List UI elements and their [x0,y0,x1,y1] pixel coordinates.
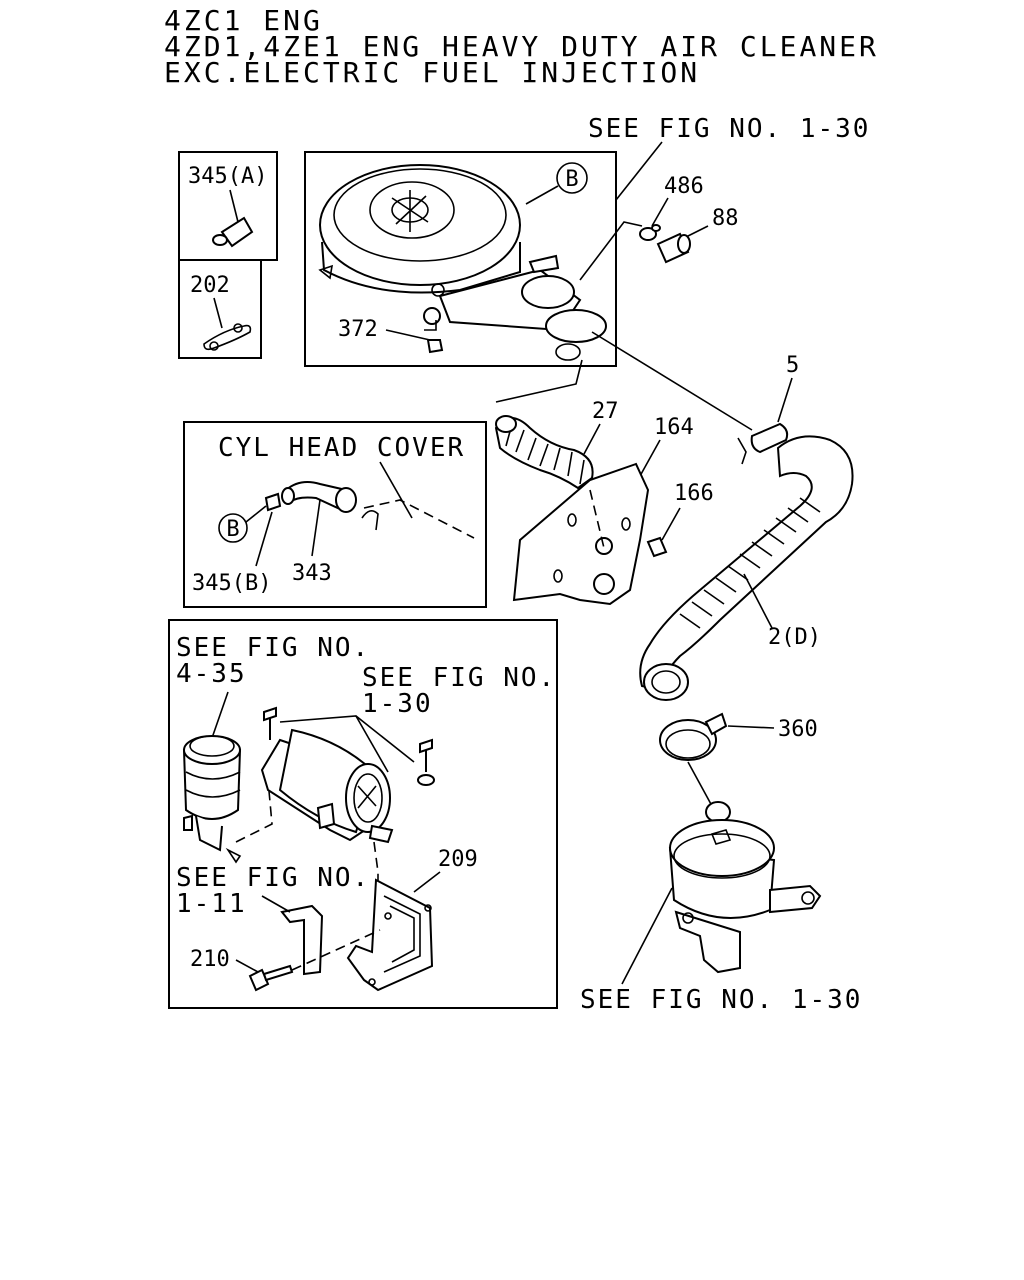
label-343: 343 [292,561,332,586]
ref-fig-1-11-line-2: 1-11 [176,889,247,919]
label-345b: 345(B) [192,571,271,596]
bracket-164-icon [512,462,650,606]
filter-housing-icon [260,728,394,844]
leader-ref-1-11 [261,895,291,913]
clamp-360-icon [659,712,728,761]
bolt-210-icon [248,964,294,992]
hose-2d-icon [639,435,854,701]
leader-clamp-to-cleaner [687,761,713,807]
label-345a: 345(A) [188,164,267,189]
callout-b-inset-letter: B [226,517,239,542]
ref-fig-4-35-line-2: 4-35 [176,659,247,689]
leader-ref-top [615,141,663,201]
bracket-209-icon [346,878,434,992]
cyl-head-cover-label: CYL HEAD COVER [218,433,465,463]
leader-5 [777,377,793,423]
leader-345b [255,511,273,567]
label-209: 209 [438,847,478,872]
label-88: 88 [712,206,739,231]
clamp-486-icon [639,224,661,241]
leader-snorkel-5 [591,331,753,431]
ref-fig-1-30-inset-line-1: SEE FIG NO. [362,663,556,693]
heavy-duty-air-cleaner-icon [668,801,822,974]
reservoir-icon [182,735,242,864]
label-210: 210 [190,947,230,972]
leader-ref-bottom [621,887,673,985]
title-line-3: EXC.ELECTRIC FUEL INJECTION [164,56,700,89]
leader-345a [229,189,239,223]
leader-360 [727,725,775,729]
leader-ref-1-30-inset-b [355,715,389,773]
label-372: 372 [338,317,378,342]
cyl-head-outline [363,499,475,539]
label-486: 486 [664,174,704,199]
clamp-345b-icon [264,492,282,512]
hose-343-icon [281,481,357,513]
leader-callout-b-top [525,185,559,205]
reservoir-link-line [235,779,273,843]
air-cleaner-assembly [318,164,607,361]
ref-fig-4-35-line-1: SEE FIG NO. [176,633,370,663]
leader-164 [639,439,661,477]
cyl-head-fitting [361,510,379,531]
bolt-166-icon [646,536,668,558]
bolt-210-link-line [291,929,381,971]
leader-343 [311,499,321,557]
box-202 [178,259,262,359]
box-bracket-inset [168,619,558,1009]
label-166: 166 [674,481,714,506]
label-2d: 2(D) [768,625,821,650]
leader-486 [651,197,669,227]
callout-b-top [556,162,588,194]
leader-ref-4-35 [211,691,229,739]
clip-202-icon [203,323,252,351]
leader-209 [413,871,441,893]
label-27: 27 [592,399,619,424]
box-air-cleaner [304,151,617,367]
label-202: 202 [190,273,230,298]
leader-outlet-27 [495,359,583,403]
leader-372 [385,329,431,341]
nut-372-icon [426,339,444,354]
leader-cyl-head [379,461,413,519]
leader-snorkel-486 [579,221,643,281]
leader-27 [583,423,601,455]
label-360: 360 [778,717,818,742]
bolts-inset-icon [263,706,435,786]
leader-callout-b-inset [245,505,267,523]
title-line-1: 4ZC1 ENG [164,4,323,37]
callout-b-inset [218,513,248,543]
leader-210 [235,959,259,973]
ref-fig-1-11-line-1: SEE FIG NO. [176,863,370,893]
gasket-5-tab [737,437,747,465]
ref-fig-1-30-top: SEE FIG NO. 1-30 [588,114,870,144]
callout-b-top-letter: B [565,167,578,192]
ref-fig-1-30-bottom: SEE FIG NO. 1-30 [580,985,862,1015]
box-cyl-head-cover [183,421,487,608]
title-line-2: 4ZD1,4ZE1 ENG HEAVY DUTY AIR CLEANER [164,30,879,63]
label-164: 164 [654,415,694,440]
ref-fig-1-30-inset-line-2: 1-30 [362,689,433,719]
cap-88-icon [656,232,691,264]
leader-202 [213,297,223,329]
leader-166 [661,507,681,541]
label-5: 5 [786,353,799,378]
plate-ref-1-11-icon [280,904,324,976]
clamp-345a-icon [212,216,254,248]
leader-2d [743,573,773,629]
hose-27-icon [494,415,594,490]
gasket-5-icon [750,422,789,454]
